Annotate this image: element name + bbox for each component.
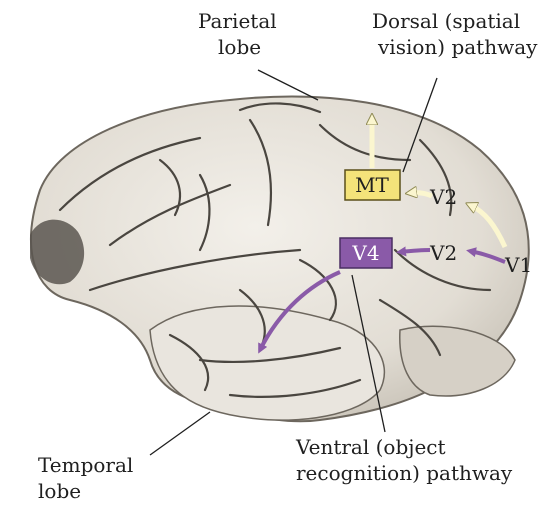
ventral-pathway-label: Ventral (object recognition) pathway: [295, 435, 513, 485]
area-v2-ventral-label: V2: [429, 241, 457, 265]
ventral-arrow-v2-to-v4: [400, 250, 430, 252]
leader-temporal: [150, 412, 210, 455]
dorsal-pathway-label: Dorsal (spatial vision) pathway: [372, 9, 538, 59]
area-v4-label: V4: [351, 241, 379, 265]
parietal-lobe-label: Parietal lobe: [198, 9, 283, 59]
area-mt-label: MT: [355, 173, 389, 197]
temporal-lobe-label: Temporal lobe: [38, 453, 140, 503]
area-mt-box: MT: [345, 170, 400, 200]
area-v2-dorsal-label: V2: [429, 185, 457, 209]
area-v1-label: V1: [504, 253, 532, 277]
area-v4-box: V4: [340, 238, 392, 268]
